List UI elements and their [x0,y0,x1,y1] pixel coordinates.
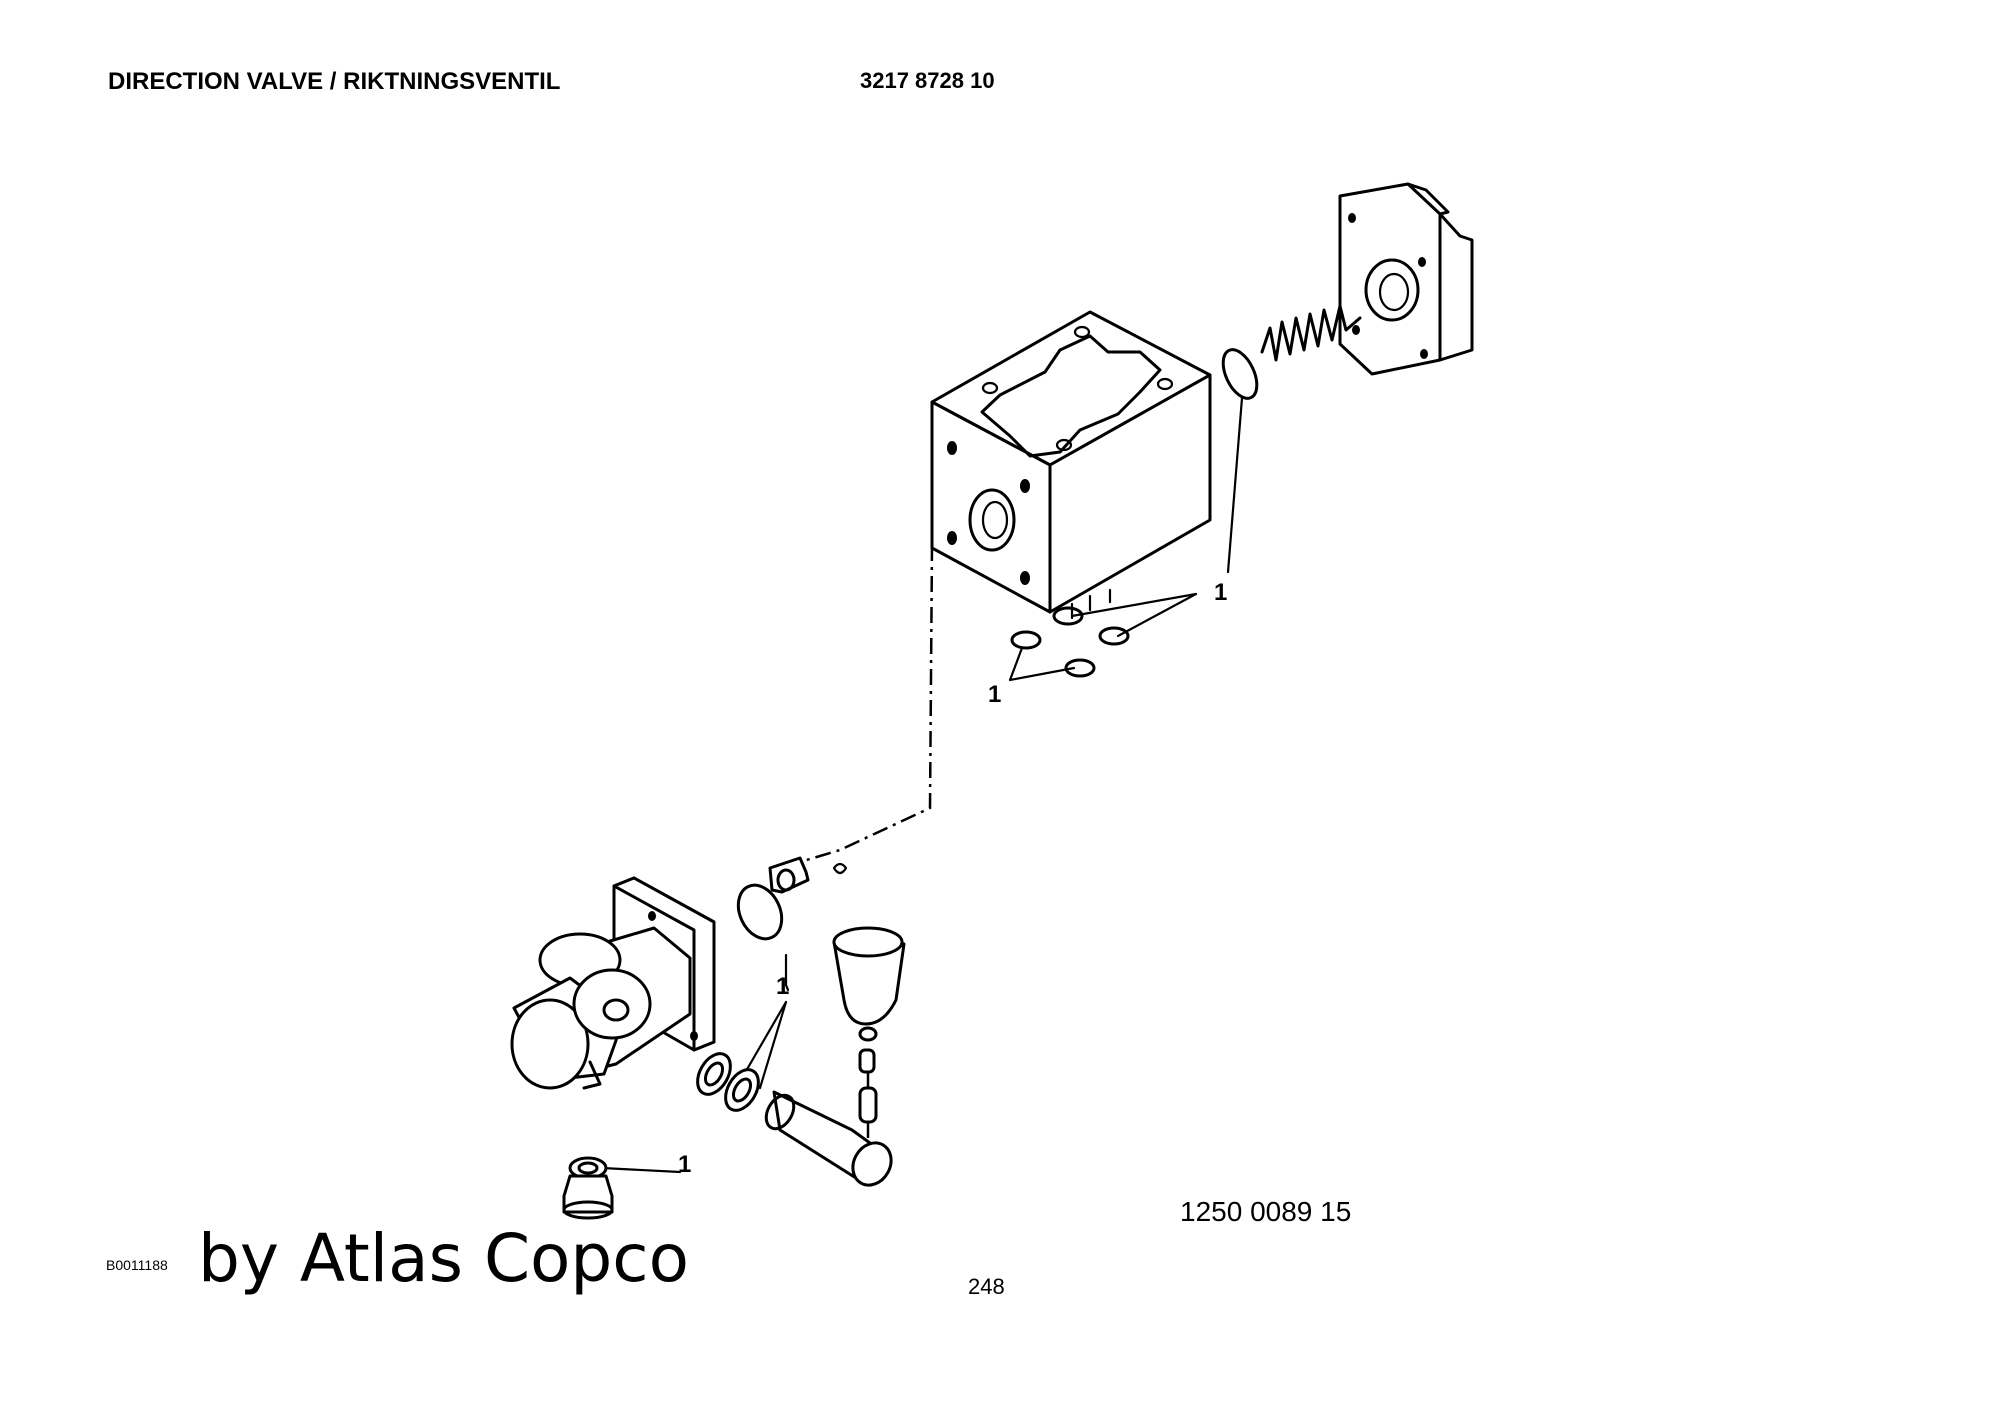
leader-line [1070,592,1198,638]
drawing-number: 1250 0089 15 [1180,1196,1352,1227]
callout-label: 1 [988,681,1001,708]
pin [858,1026,878,1144]
lever-housing [510,876,716,1090]
seal-ring [731,1077,753,1103]
knob [832,926,906,1026]
figure-id: B0011188 [106,1257,168,1273]
o-ring [736,883,784,941]
o-ring [1064,658,1096,678]
watermark-text: by Atlas Copco [198,1220,689,1297]
o-ring [1221,348,1259,400]
page-title: DIRECTION VALVE / RIKTNINGSVENTIL [108,68,561,95]
part-code: 3217 8728 10 [860,68,995,93]
leader-line [600,1166,682,1174]
leader-line [740,1000,788,1090]
leader-line [1008,646,1076,682]
o-ring [1052,606,1084,626]
plug [562,1156,614,1220]
spring [1260,304,1362,362]
valve-body [930,310,1212,620]
leader-line [1226,396,1244,574]
lever-shaft [764,1090,893,1187]
o-ring [1098,626,1130,646]
seal-ring [703,1061,725,1087]
o-ring [1010,630,1042,650]
page-number: 248 [968,1274,1005,1299]
end-cover [1338,182,1474,376]
callout-label: 1 [776,973,789,1000]
leader-line [784,953,790,992]
callout-label: 1 [678,1151,691,1178]
small-o-ring [832,862,848,875]
callout-label: 1 [1214,579,1227,606]
bushing [768,856,810,894]
assembly-line [799,544,934,864]
